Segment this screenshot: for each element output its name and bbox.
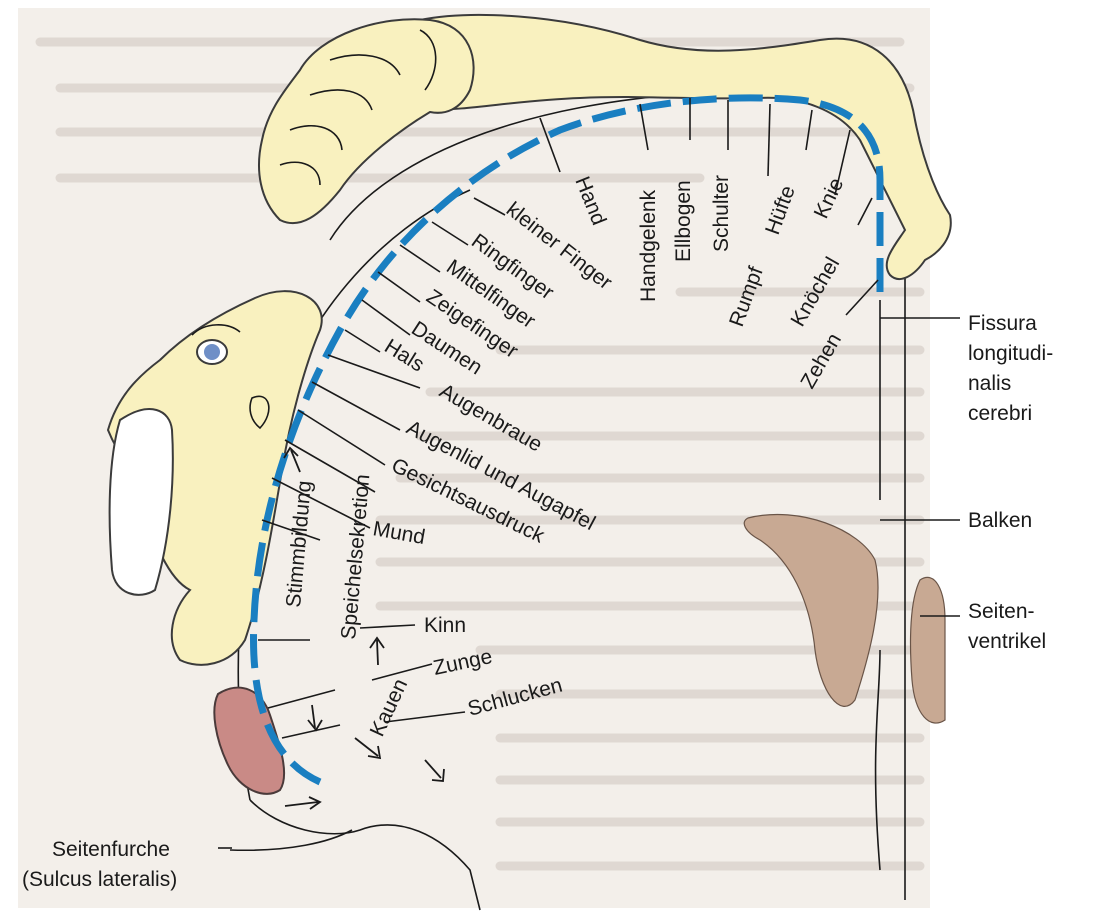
label-fissura-4: cerebri [968,402,1032,425]
label-seitenfurche-2: (Sulcus lateralis) [22,868,177,891]
label-kinn: Kinn [424,614,466,637]
label-schulter: Schulter [710,175,733,252]
label-fissura-2: longitudi- [968,342,1053,365]
label-fissura-1: Fissura [968,312,1037,335]
lateral-ventricle-right [911,577,945,723]
label-fissura-3: nalis [968,372,1011,395]
label-balken: Balken [968,509,1032,532]
label-seitenventrikel-2: ventrikel [968,630,1046,653]
right-margin [930,0,1105,912]
label-handgelenk: Handgelenk [637,189,660,302]
eye-iris-icon [204,344,220,360]
label-seitenventrikel-1: Seiten- [968,600,1035,623]
label-ellbogen: Ellbogen [672,180,695,262]
label-seitenfurche-1: Seitenfurche [52,838,170,861]
